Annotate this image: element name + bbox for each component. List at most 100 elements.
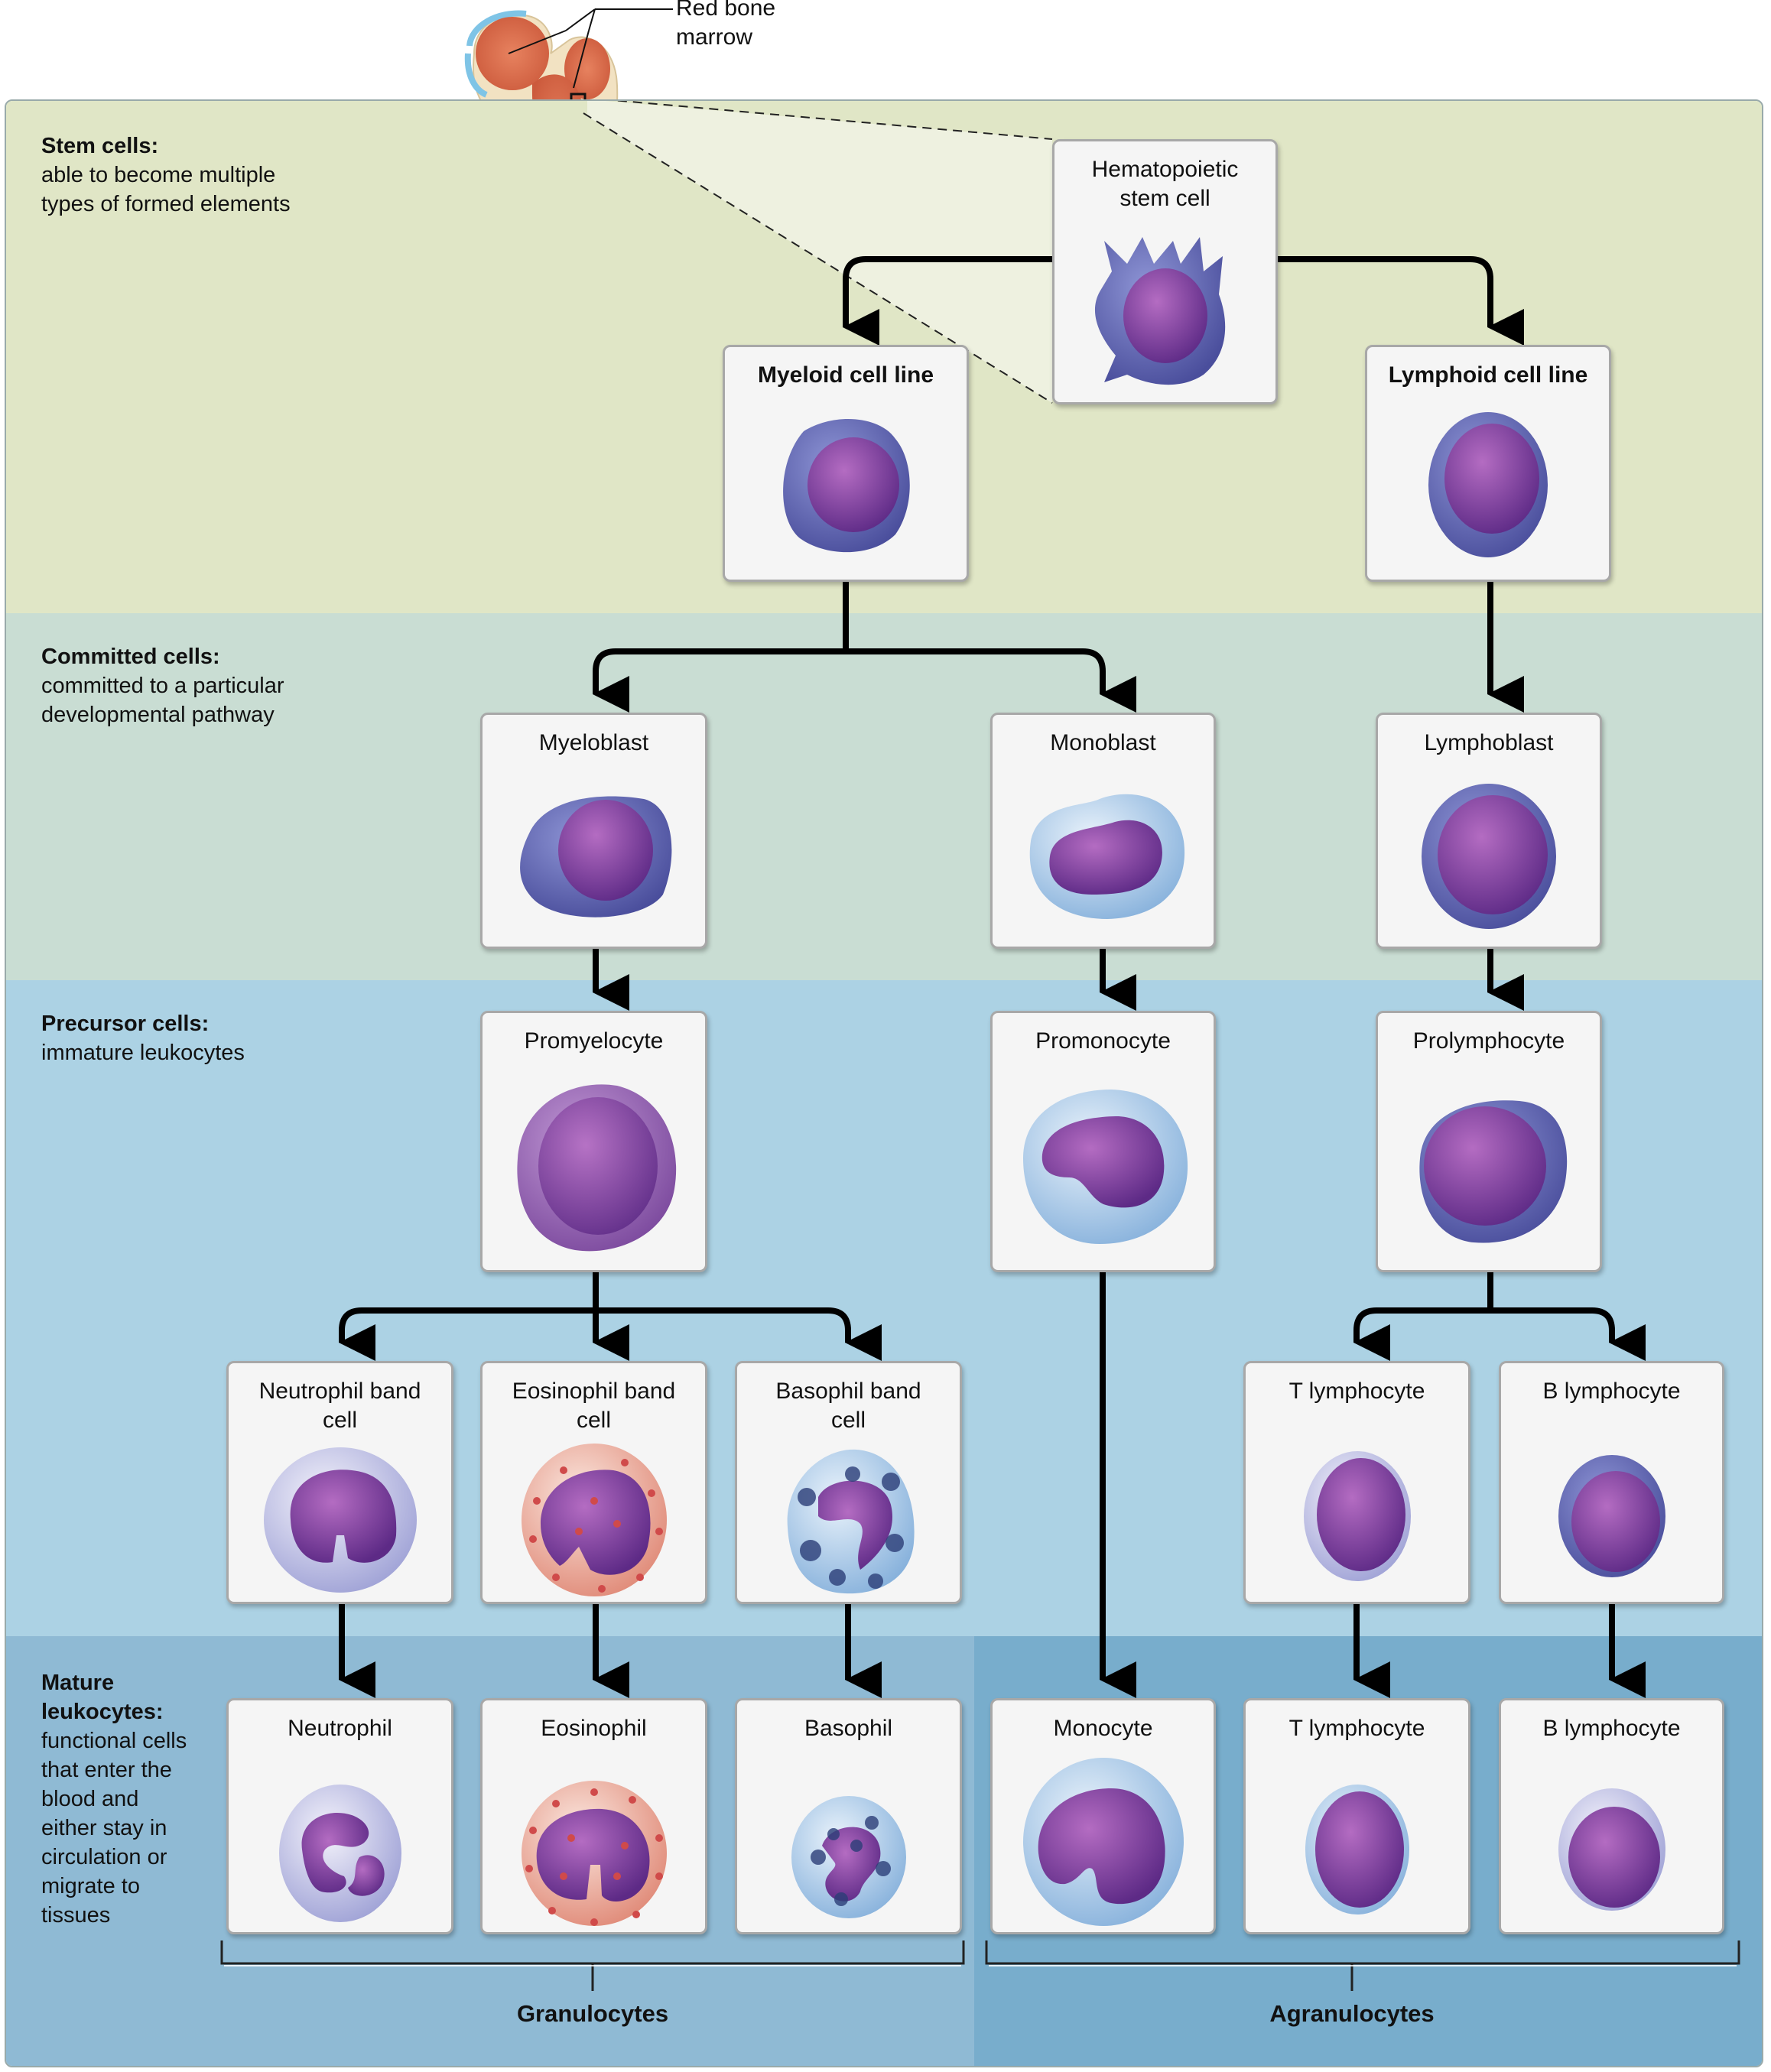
hsc-title: Hematopoietic stem cell: [1054, 155, 1275, 213]
arrow-promyelocyte-to-basophil-band: [596, 1307, 882, 1361]
eosinophil-band-title: Eosinophil band cell: [483, 1377, 705, 1435]
precursor-cells-desc-1: immature leukocytes: [41, 1041, 245, 1065]
mature-heading-1: Mature: [41, 1671, 115, 1695]
lymphoblast-cell-icon: [1422, 784, 1556, 929]
promonocyte-title: Promonocyte: [1035, 1028, 1171, 1054]
eosinophil-granules: [528, 1459, 663, 1593]
basophil-band-cell-box: Basophil band cell: [735, 1361, 962, 1604]
basophil-band-cell-icon: [787, 1449, 915, 1594]
lineage-arrows: [220, 256, 1740, 1991]
t-lymphocyte-title: T lymphocyte: [1288, 1716, 1425, 1741]
eosinophil-granules-mature: [525, 1788, 663, 1926]
stem-cells-label: Stem cells: able to become multiple type…: [41, 132, 291, 219]
arrow-myeloid-to-myeloblast: [593, 582, 849, 713]
myeloblast-title: Myeloblast: [538, 730, 649, 755]
neutrophil-box: Neutrophil: [226, 1698, 453, 1934]
precursor-cells-heading: Precursor cells:: [41, 1012, 210, 1036]
neutrophil-cell-icon: [278, 1785, 401, 1922]
hsc-title-2: stem cell: [1119, 186, 1210, 211]
agranulocytes-bracket: [985, 1940, 1740, 1991]
agranulocytes-label: Agranulocytes: [1269, 2000, 1435, 2027]
stem-cells-heading: Stem cells:: [41, 134, 159, 158]
myeloid-cell-line-box: Myeloid cell line: [723, 345, 969, 582]
promyelocyte-cell-icon: [516, 1084, 676, 1252]
neutrophil-band-title: Neutrophil band cell: [229, 1377, 451, 1435]
red-bone-marrow-label: Red bone marrow: [676, 0, 775, 52]
arrow-hsc-to-myeloid: [843, 256, 1052, 346]
callout-line-1: Red bone: [676, 0, 776, 21]
mature-desc-4: either stay in: [41, 1816, 167, 1840]
prolymphocyte-title: Prolymphocyte: [1412, 1028, 1565, 1054]
basophil-title: Basophil: [804, 1716, 893, 1741]
mature-desc-1: functional cells: [41, 1729, 187, 1753]
prolymphocyte-box: Prolymphocyte: [1376, 1011, 1602, 1272]
neutrophil-title: Neutrophil: [288, 1716, 392, 1741]
myeloblast-box: Myeloblast: [480, 713, 707, 949]
eosinophil-title: Eosinophil: [541, 1716, 647, 1741]
hsc-title-1: Hematopoietic: [1091, 157, 1239, 182]
precursor-cells-label: Precursor cells: immature leukocytes: [41, 1009, 245, 1067]
eosinophil-band-cell-icon: [521, 1444, 667, 1596]
t-lymphocyte-precursor-cell-icon: [1303, 1451, 1411, 1581]
hsc-cell-icon: [1094, 237, 1225, 385]
monocyte-box: Monocyte: [990, 1698, 1216, 1934]
basophil-granules: [797, 1466, 904, 1589]
callout-line-2: marrow: [676, 24, 753, 50]
arrow-prolymphocyte-to-t-lymphocyte: [1353, 1272, 1493, 1361]
granulocytes-label: Granulocytes: [516, 2000, 669, 2027]
monocyte-cell-icon: [1022, 1758, 1184, 1926]
committed-cells-heading: Committed cells:: [41, 645, 220, 669]
monocyte-title: Monocyte: [1053, 1716, 1153, 1741]
hematopoiesis-panel: Stem cells: able to become multiple type…: [5, 99, 1763, 2067]
neutrophil-band-cell-box: Neutrophil band cell: [226, 1361, 453, 1604]
arrow-myeloid-to-monoblast: [846, 648, 1136, 713]
wedge-line-bottom: [583, 112, 1053, 404]
mature-desc-6: migrate to: [41, 1874, 140, 1898]
basophil-band-title-1: Basophil band: [775, 1379, 921, 1404]
b-lymphocyte-precursor-box: B lymphocyte: [1499, 1361, 1724, 1604]
monoblast-box: Monoblast: [990, 713, 1216, 949]
magnification-wedge: [583, 101, 1053, 404]
myeloblast-cell-icon: [519, 796, 671, 917]
eosinophil-cell-icon: [521, 1781, 667, 1926]
eosinophil-band-title-2: cell: [576, 1408, 611, 1433]
neutrophil-band-title-2: cell: [322, 1408, 357, 1433]
monoblast-title: Monoblast: [1050, 730, 1156, 755]
lymphoblast-title: Lymphoblast: [1424, 730, 1554, 755]
neutrophil-band-title-1: Neutrophil band: [258, 1379, 421, 1404]
mature-leukocytes-label: Mature leukocytes: functional cells that…: [41, 1668, 187, 1930]
granulocytes-bracket: [220, 1940, 965, 1991]
prolymphocyte-cell-icon: [1419, 1100, 1568, 1243]
lymphoid-cell-icon: [1428, 412, 1548, 557]
mature-desc-5: circulation or: [41, 1845, 167, 1869]
b-lymphocyte-title: B lymphocyte: [1542, 1716, 1681, 1741]
b-lymphocyte-precursor-cell-icon: [1558, 1455, 1665, 1577]
committed-cells-desc-1: committed to a particular: [41, 674, 284, 698]
mature-heading-2: leukocytes:: [41, 1700, 164, 1724]
wedge-line-top: [613, 101, 1053, 140]
t-lymphocyte-precursor-title: T lymphocyte: [1288, 1379, 1425, 1404]
myeloid-cell-icon: [783, 418, 910, 553]
promonocyte-cell-icon: [1022, 1090, 1188, 1244]
t-lymphocyte-box: T lymphocyte: [1243, 1698, 1470, 1934]
mature-desc-7: tissues: [41, 1903, 111, 1927]
mature-desc-2: that enter the: [41, 1758, 172, 1782]
b-lymphocyte-cell-icon: [1558, 1788, 1665, 1911]
basophil-cell-icon: [791, 1796, 906, 1918]
myeloid-cell-line-title: Myeloid cell line: [757, 362, 934, 388]
basophil-band-title-2: cell: [830, 1408, 866, 1433]
arrow-prolymphocyte-to-b-lymphocyte: [1490, 1307, 1646, 1361]
promyelocyte-title: Promyelocyte: [524, 1028, 664, 1054]
hematopoietic-stem-cell-box: Hematopoietic stem cell: [1052, 139, 1278, 404]
eosinophil-band-title-1: Eosinophil band: [512, 1379, 676, 1404]
t-lymphocyte-precursor-box: T lymphocyte: [1243, 1361, 1470, 1604]
neutrophil-band-cell-icon: [263, 1447, 417, 1593]
arrow-hsc-to-lymphoid: [1278, 256, 1524, 346]
b-lymphocyte-box: B lymphocyte: [1499, 1698, 1724, 1934]
eosinophil-band-cell-box: Eosinophil band cell: [480, 1361, 707, 1604]
promyelocyte-box: Promyelocyte: [480, 1011, 707, 1272]
arrow-promyelocyte-to-neutrophil-band: [339, 1272, 599, 1361]
mature-desc-3: blood and: [41, 1787, 139, 1811]
committed-cells-label: Committed cells: committed to a particul…: [41, 642, 284, 729]
monoblast-cell-icon: [1029, 794, 1184, 919]
